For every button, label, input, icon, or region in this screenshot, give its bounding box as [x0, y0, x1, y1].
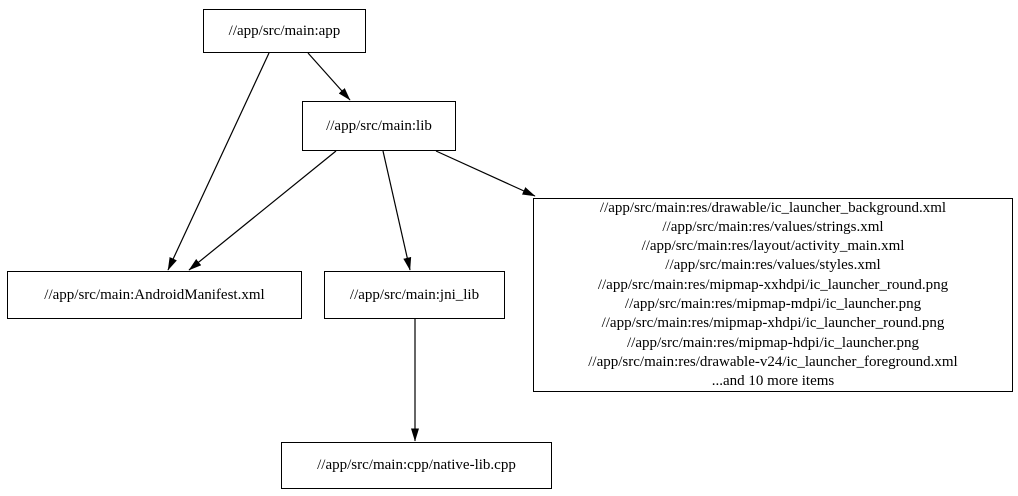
resource-line: //app/src/main:res/drawable/ic_launcher_…: [599, 199, 947, 216]
resource-line: //app/src/main:res/mipmap-xhdpi/ic_launc…: [601, 315, 945, 332]
node-native-lib-cpp: //app/src/main:cpp/native-lib.cpp: [281, 442, 552, 489]
edge-lib-to-manifest: [188, 150, 337, 271]
node-lib: //app/src/main:lib: [302, 101, 456, 151]
node-jni-lib: //app/src/main:jni_lib: [324, 271, 505, 319]
node-native-lib-cpp-label: //app/src/main:cpp/native-lib.cpp: [317, 457, 516, 473]
resource-line: //app/src/main:res/mipmap-hdpi/ic_launch…: [626, 334, 919, 351]
resource-line: //app/src/main:res/values/strings.xml: [662, 218, 884, 235]
node-jni-lib-label: //app/src/main:jni_lib: [349, 286, 480, 303]
node-lib-label: //app/src/main:lib: [326, 117, 432, 134]
node-app: //app/src/main:app: [203, 9, 366, 53]
edge-app-to-lib: [307, 52, 351, 101]
resource-line: //app/src/main:res/mipmap-xxhdpi/ic_laun…: [597, 276, 949, 293]
node-app-label: //app/src/main:app: [228, 22, 341, 39]
node-android-manifest: //app/src/main:AndroidManifest.xml: [7, 271, 302, 319]
resource-line: //app/src/main:res/mipmap-mdpi/ic_launch…: [624, 296, 922, 312]
edge-lib-to-resources: [435, 150, 536, 197]
edge-app-to-manifest: [167, 52, 270, 271]
resource-line: //app/src/main:res/values/styles.xml: [665, 257, 881, 274]
edge-lib-to-jni-lib: [382, 150, 412, 271]
resource-line: //app/src/main:res/drawable-v24/ic_launc…: [588, 353, 958, 370]
resource-line: //app/src/main:res/layout/activity_main.…: [641, 238, 905, 255]
node-android-manifest-label: //app/src/main:AndroidManifest.xml: [44, 286, 265, 303]
resource-line-more: ...and 10 more items: [711, 373, 835, 390]
node-resources-group: //app/src/main:res/drawable/ic_launcher_…: [533, 198, 1013, 392]
